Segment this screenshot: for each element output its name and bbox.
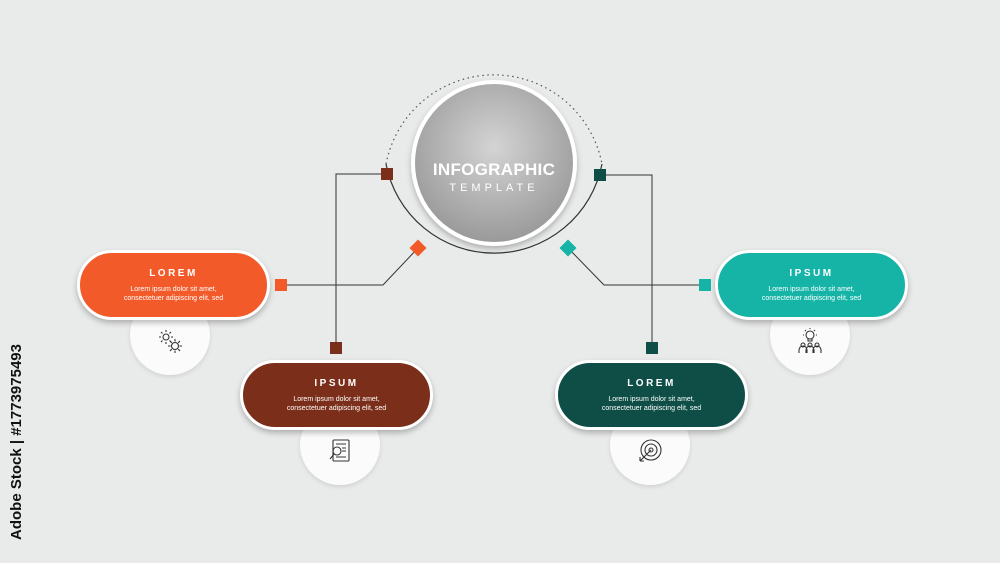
marker-step-2-top: [381, 168, 393, 180]
step-4-title: IPSUM: [789, 268, 834, 279]
connector-lines: [281, 173, 705, 348]
step-2-card: IPSUM Lorem ipsum dolor sit amet, consec…: [240, 360, 433, 430]
center-disc-inner: [415, 84, 573, 242]
step-4-text-line-1: Lorem ipsum dolor sit amet,: [768, 286, 855, 293]
target-icon: [639, 439, 662, 462]
step-1-text-line-1: Lorem ipsum dolor sit amet,: [130, 286, 217, 293]
step-3-text-line-2: consectetuer adipiscing elit, sed: [601, 405, 702, 412]
gears-icon: [159, 330, 182, 353]
marker-step-4-arc: [559, 239, 577, 257]
step-3-title: LOREM: [627, 378, 676, 389]
marker-step-2-bottom: [330, 342, 342, 354]
marker-step-4-end: [699, 279, 711, 291]
step-2-text-line-1: Lorem ipsum dolor sit amet,: [293, 396, 380, 403]
watermark-text: Adobe Stock | #1773975493: [8, 344, 25, 540]
center-subtitle: TEMPLATE: [449, 182, 539, 194]
connector-step-1: [281, 247, 419, 286]
step-2-title: IPSUM: [314, 378, 359, 389]
marker-step-1-arc: [409, 239, 427, 257]
step-2-text-line-2: consectetuer adipiscing elit, sed: [286, 405, 387, 412]
document-search-icon: [329, 439, 350, 462]
center-title: INFOGRAPHIC: [432, 160, 556, 179]
marker-step-1-end: [275, 279, 287, 291]
step-4-card: IPSUM Lorem ipsum dolor sit amet, consec…: [715, 250, 908, 320]
step-4-text-line-2: consectetuer adipiscing elit, sed: [761, 295, 862, 302]
step-1-title: LOREM: [149, 268, 198, 279]
step-1-text-line-2: consectetuer adipiscing elit, sed: [123, 295, 224, 302]
step-3-text-line-1: Lorem ipsum dolor sit amet,: [608, 396, 695, 403]
step-3-card: LOREM Lorem ipsum dolor sit amet, consec…: [555, 360, 748, 430]
marker-step-3-bottom: [646, 342, 658, 354]
step-1-card: LOREM Lorem ipsum dolor sit amet, consec…: [77, 250, 270, 320]
team-idea-icon: [798, 328, 822, 353]
marker-step-3-top: [594, 169, 606, 181]
stock-watermark: Adobe Stock | #1773975493: [6, 320, 28, 540]
connector-step-3: [600, 174, 653, 348]
solid-arc: [385, 163, 603, 254]
connector-step-2: [335, 173, 387, 348]
connector-step-4: [567, 247, 705, 286]
